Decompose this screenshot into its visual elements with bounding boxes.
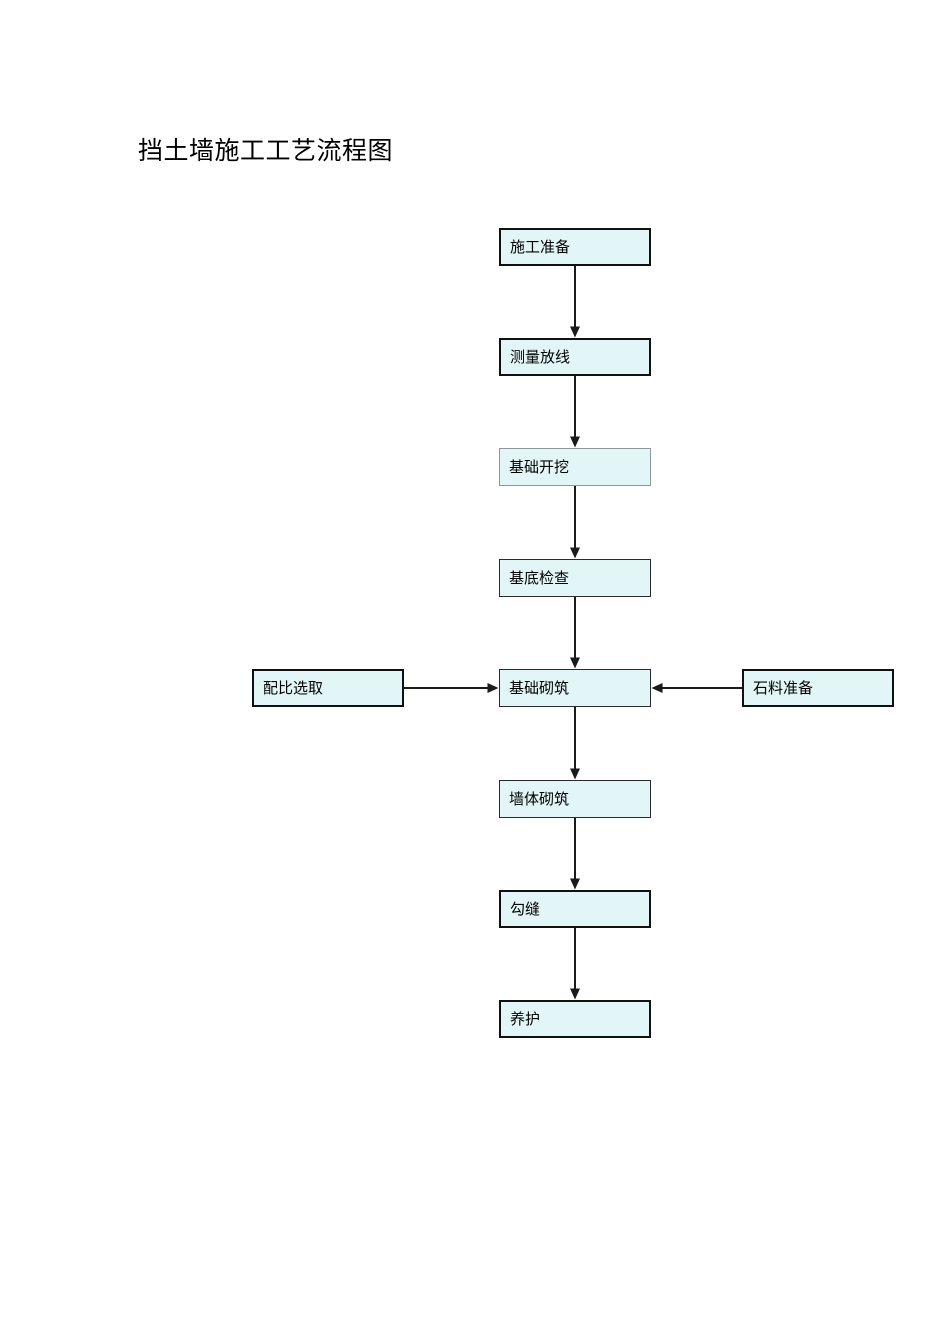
flow-node-label: 基础开挖: [509, 458, 570, 476]
flow-node-celiang-fangxian[interactable]: 测量放线: [499, 338, 651, 376]
flow-node-shigong-zhunbei[interactable]: 施工准备: [499, 228, 651, 266]
flow-node-label: 基底检查: [509, 569, 570, 587]
flow-node-yanghu[interactable]: 养护: [499, 1000, 651, 1038]
flow-node-goufeng[interactable]: 勾缝: [499, 890, 651, 928]
flow-node-shiliao-zhunbei[interactable]: 石料准备: [742, 669, 894, 707]
flow-node-label: 基础砌筑: [509, 679, 570, 697]
flow-node-jichu-qizhu[interactable]: 基础砌筑: [499, 669, 651, 707]
flow-node-jichu-kaiwa[interactable]: 基础开挖: [499, 448, 651, 486]
flow-node-qiangti-qizhu[interactable]: 墙体砌筑: [499, 780, 651, 818]
page-title: 挡土墙施工工艺流程图: [138, 136, 394, 165]
flow-node-label: 养护: [510, 1010, 541, 1028]
flow-node-label: 石料准备: [753, 679, 814, 697]
flow-node-peibi-xuanqu[interactable]: 配比选取: [252, 669, 404, 707]
flow-node-label: 墙体砌筑: [509, 790, 570, 808]
flow-node-label: 配比选取: [263, 679, 324, 697]
flow-node-label: 勾缝: [510, 900, 541, 918]
flow-node-label: 施工准备: [510, 238, 571, 256]
flow-node-jidi-jiancha[interactable]: 基底检查: [499, 559, 651, 597]
flow-node-label: 测量放线: [510, 348, 571, 366]
